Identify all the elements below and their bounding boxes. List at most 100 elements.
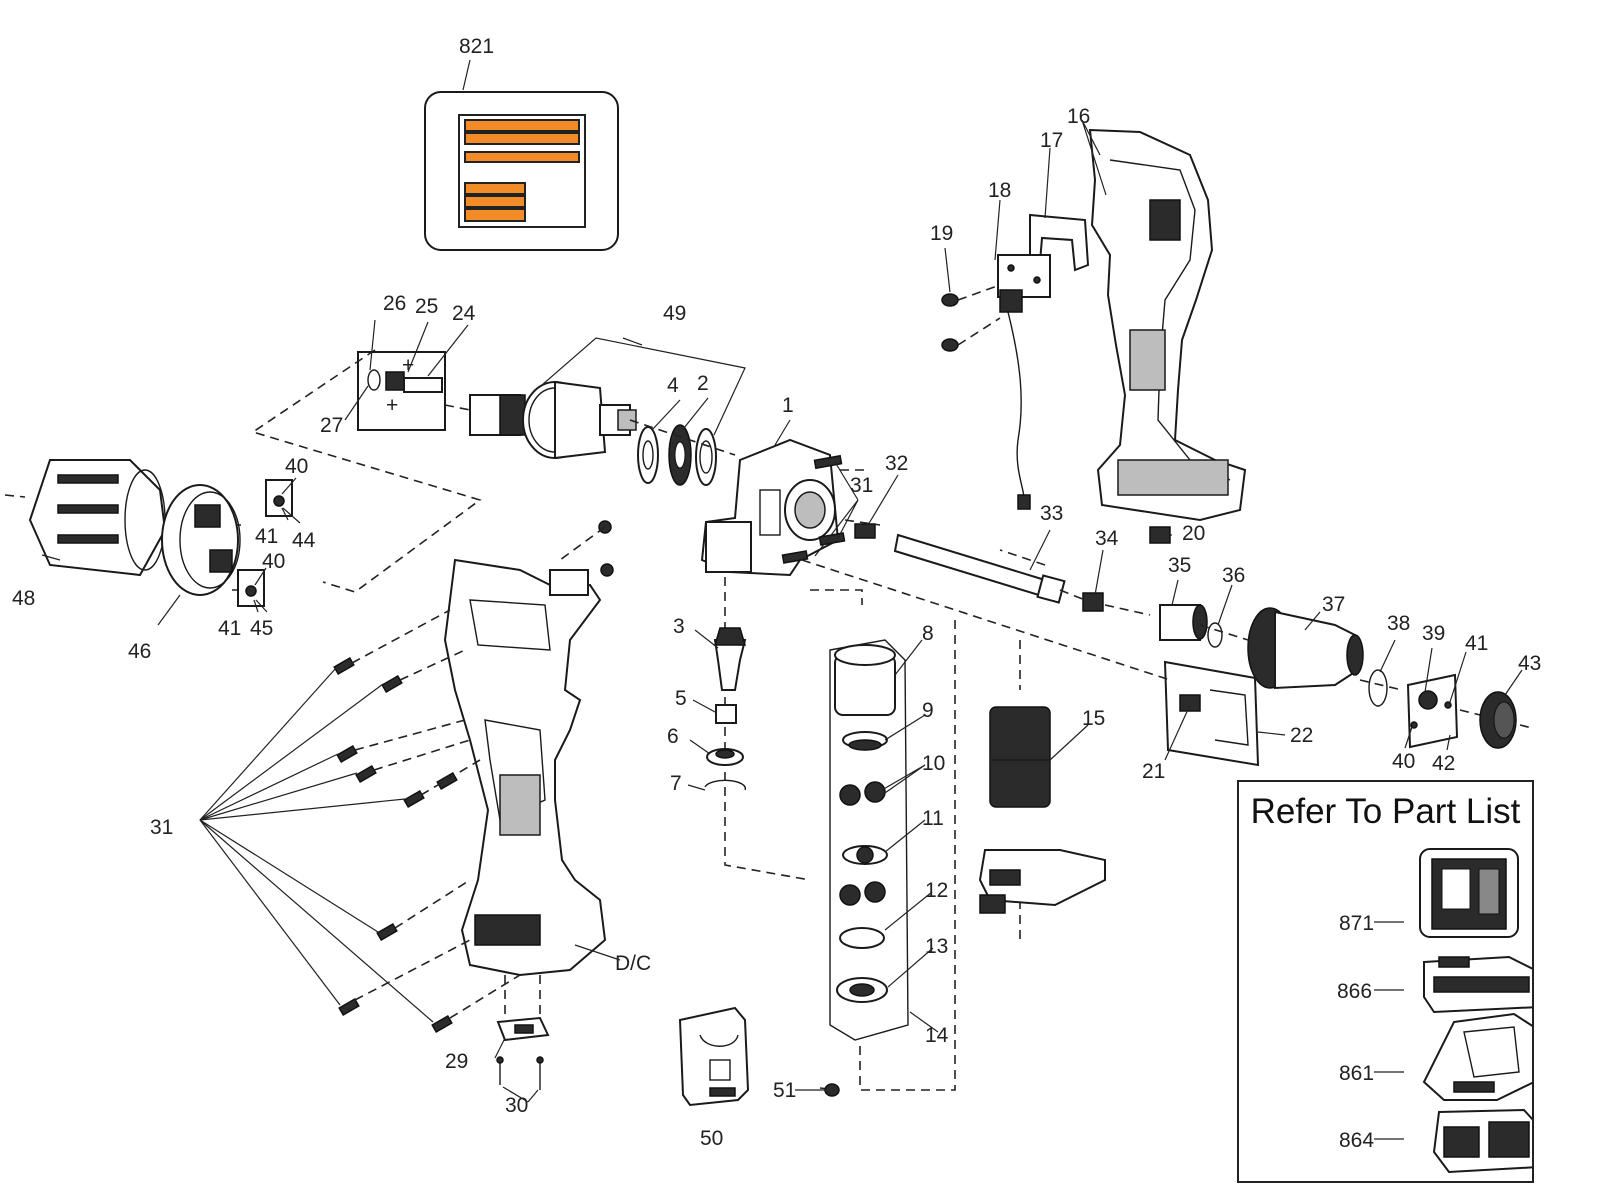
charger-871-icon bbox=[1419, 848, 1519, 938]
callout-37: 37 bbox=[1322, 593, 1345, 616]
callout-7: 7 bbox=[670, 772, 682, 795]
gear-stack-8-14 bbox=[829, 639, 909, 1041]
blocks-44-45 bbox=[237, 479, 293, 607]
part-20 bbox=[1149, 526, 1171, 544]
callout-43: 43 bbox=[1518, 652, 1541, 675]
callout-9: 9 bbox=[922, 699, 934, 722]
callout-45: 45 bbox=[250, 617, 273, 640]
callout-29: 29 bbox=[445, 1050, 468, 1073]
callout-10: 10 bbox=[922, 752, 945, 775]
washers-4-2 bbox=[637, 424, 717, 486]
callout-50: 50 bbox=[700, 1127, 723, 1150]
gear-case-assembly-49 bbox=[469, 380, 637, 460]
motor-15 bbox=[978, 706, 1106, 914]
callout-821: 821 bbox=[459, 35, 494, 58]
callout-14: 14 bbox=[925, 1024, 949, 1047]
callout-6: 6 bbox=[667, 725, 679, 748]
callout-17: 17 bbox=[1040, 129, 1063, 152]
bracket-22 bbox=[1163, 660, 1260, 767]
callout-dc: D/C bbox=[615, 952, 651, 975]
leader-lines bbox=[41, 119, 1523, 1103]
callout-18: 18 bbox=[988, 179, 1011, 202]
callout-41-right: 41 bbox=[1465, 632, 1488, 655]
part-35 bbox=[1159, 604, 1208, 641]
callout-42: 42 bbox=[1432, 752, 1455, 775]
bit-holder-50 bbox=[678, 1006, 750, 1107]
callout-3: 3 bbox=[673, 615, 685, 638]
callout-20: 20 bbox=[1182, 522, 1205, 545]
callout-48: 48 bbox=[12, 587, 35, 610]
callout-labels: 821 16 17 18 19 26 25 24 49 27 4 2 1 32 … bbox=[12, 35, 1541, 1150]
callout-8: 8 bbox=[922, 622, 934, 645]
svg-text:+: + bbox=[402, 354, 414, 377]
svg-text:+: + bbox=[386, 394, 398, 417]
callout-44: 44 bbox=[292, 529, 316, 552]
kit-864-icon bbox=[1432, 1108, 1532, 1174]
main-handle-housing bbox=[443, 558, 607, 977]
screw-51 bbox=[824, 1083, 840, 1097]
clip-29 bbox=[496, 1016, 550, 1090]
callout-35: 35 bbox=[1168, 554, 1191, 577]
refer-box-title: Refer To Part List bbox=[1250, 792, 1521, 831]
label-821-illustration bbox=[424, 91, 619, 251]
leader-fan-31 bbox=[199, 667, 434, 1023]
ref-item-864: 864 bbox=[1339, 1129, 1374, 1152]
spring-32 bbox=[854, 523, 876, 539]
callout-46: 46 bbox=[128, 640, 151, 663]
rear-housing-16 bbox=[1088, 128, 1247, 522]
callout-27: 27 bbox=[320, 414, 343, 437]
part-36 bbox=[1207, 622, 1223, 648]
ref-item-871: 871 bbox=[1339, 912, 1374, 935]
callout-41-top: 41 bbox=[255, 525, 278, 548]
ref-item-866: 866 bbox=[1337, 980, 1372, 1003]
switch-18 bbox=[997, 254, 1051, 510]
ring-46 bbox=[161, 484, 241, 596]
callout-30: 30 bbox=[505, 1094, 528, 1117]
part-34 bbox=[1082, 592, 1104, 612]
callout-49: 49 bbox=[663, 302, 686, 325]
callout-1: 1 bbox=[782, 394, 794, 417]
callout-34: 34 bbox=[1095, 527, 1119, 550]
callout-21: 21 bbox=[1142, 760, 1165, 783]
callout-39: 39 bbox=[1422, 622, 1445, 645]
front-housing-1 bbox=[700, 438, 840, 577]
screws-19 bbox=[941, 293, 959, 352]
callout-40-top: 40 bbox=[285, 455, 308, 478]
callout-32: 32 bbox=[885, 452, 908, 475]
case-861-icon bbox=[1422, 1012, 1532, 1101]
callout-24: 24 bbox=[452, 302, 476, 325]
chuck-37 bbox=[1247, 607, 1364, 690]
callout-12: 12 bbox=[925, 879, 948, 902]
callout-31-front: 31 bbox=[850, 474, 873, 497]
callout-11: 11 bbox=[922, 807, 944, 830]
shaft-33 bbox=[893, 533, 1066, 604]
callout-36: 36 bbox=[1222, 564, 1245, 587]
spindle-parts-3-7 bbox=[704, 627, 747, 791]
oring-38 bbox=[1368, 669, 1388, 707]
spacer-block-24-27: + + bbox=[357, 351, 446, 431]
callout-31-handle: 31 bbox=[150, 816, 173, 839]
callout-41-mid: 41 bbox=[218, 617, 241, 640]
callout-5: 5 bbox=[675, 687, 687, 710]
callout-15: 15 bbox=[1082, 707, 1105, 730]
refer-to-part-list-box: Refer To Part List 871 866 861 bbox=[1237, 780, 1534, 1183]
callout-4: 4 bbox=[667, 374, 679, 397]
callout-38: 38 bbox=[1387, 612, 1410, 635]
block-42 bbox=[1406, 673, 1459, 749]
callout-33: 33 bbox=[1040, 502, 1063, 525]
battery-866-icon bbox=[1423, 955, 1532, 1014]
callout-16: 16 bbox=[1067, 105, 1090, 128]
callout-26: 26 bbox=[383, 292, 406, 315]
ref-item-861: 861 bbox=[1339, 1062, 1374, 1085]
callout-2: 2 bbox=[697, 372, 709, 395]
cap-43 bbox=[1479, 691, 1517, 749]
callout-22: 22 bbox=[1290, 724, 1313, 747]
callout-13: 13 bbox=[925, 935, 948, 958]
collar-48 bbox=[28, 459, 167, 577]
callout-40-right: 40 bbox=[1392, 750, 1415, 773]
callout-25: 25 bbox=[415, 295, 438, 318]
refer-box-items: 871 866 861 864 bbox=[1337, 848, 1532, 1174]
callout-40-mid: 40 bbox=[262, 550, 285, 573]
callout-19: 19 bbox=[930, 222, 953, 245]
